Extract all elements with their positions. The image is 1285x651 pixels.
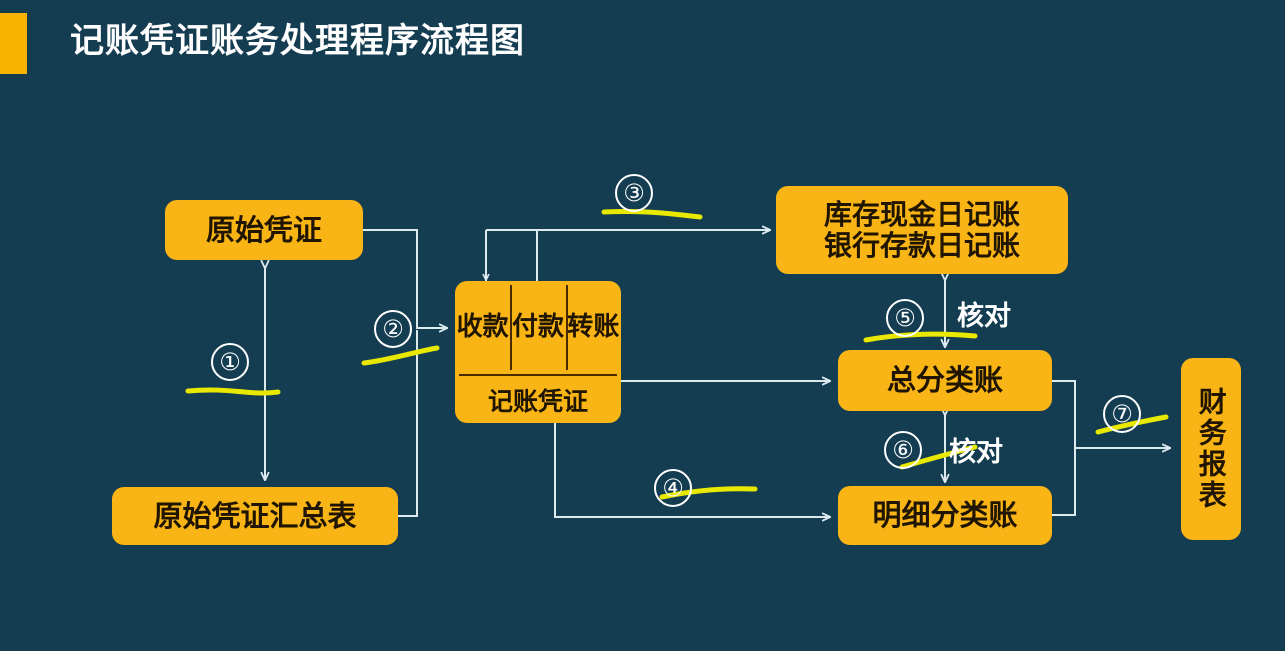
voucher-divider: [459, 374, 617, 376]
voucher-columns: 收款 付款 转账: [455, 281, 621, 374]
step-5-label: ⑤: [894, 304, 916, 332]
node-source-voucher-summary[interactable]: 原始凭证汇总表: [112, 487, 398, 545]
page-title: 记账凭证账务处理程序流程图: [70, 21, 525, 61]
reconcile-label-bottom: 核对: [949, 437, 1003, 468]
node-financial-statements[interactable]: 财务报表: [1181, 358, 1241, 540]
title-accent-bar: [0, 13, 27, 74]
step-marker-2: ②: [374, 310, 412, 348]
node-accounting-voucher[interactable]: 收款 付款 转账 记账凭证: [455, 281, 621, 423]
voucher-payment-char1: 付款: [511, 311, 564, 342]
node-cash-journal-line1: 库存现金日记账: [823, 197, 1020, 231]
node-general-ledger-label: 总分类账: [886, 363, 1003, 398]
step-2-label: ②: [382, 315, 404, 343]
step-marker-7: ⑦: [1103, 395, 1141, 433]
node-bank-journal-line2: 银行存款日记账: [823, 229, 1020, 262]
voucher-column-transfer[interactable]: 转账: [565, 281, 621, 374]
voucher-column-payment[interactable]: 付款: [510, 281, 565, 374]
node-subsidiary-ledger[interactable]: 明细分类账: [838, 486, 1052, 545]
step-6-label: ⑥: [892, 436, 914, 464]
voucher-transfer-char1: 转账: [567, 311, 620, 342]
node-cash-bank-journal[interactable]: 库存现金日记账 银行存款日记账: [776, 186, 1068, 274]
node-source-voucher[interactable]: 原始凭证: [165, 200, 363, 260]
step-1-label: ①: [219, 348, 241, 376]
node-general-ledger[interactable]: 总分类账: [838, 350, 1052, 411]
voucher-receipt-char1: 收款: [456, 311, 509, 342]
step-marker-6: ⑥: [884, 431, 922, 469]
step-marker-3: ③: [615, 174, 653, 212]
node-source-voucher-summary-label: 原始凭证汇总表: [153, 498, 357, 533]
step-marker-4: ④: [654, 469, 692, 507]
reconcile-label-top: 核对: [957, 301, 1011, 332]
voucher-column-receipt[interactable]: 收款: [455, 281, 510, 374]
step-7-label: ⑦: [1111, 400, 1133, 428]
node-subsidiary-ledger-label: 明细分类账: [872, 498, 1018, 533]
step-marker-1: ①: [211, 343, 249, 381]
step-marker-5: ⑤: [886, 299, 924, 337]
voucher-caption: 记账凭证: [487, 386, 588, 416]
step-3-label: ③: [623, 179, 645, 207]
node-financial-statements-label: 财务报表: [1194, 387, 1228, 511]
step-4-label: ④: [662, 474, 684, 502]
node-source-voucher-label: 原始凭证: [205, 212, 322, 247]
